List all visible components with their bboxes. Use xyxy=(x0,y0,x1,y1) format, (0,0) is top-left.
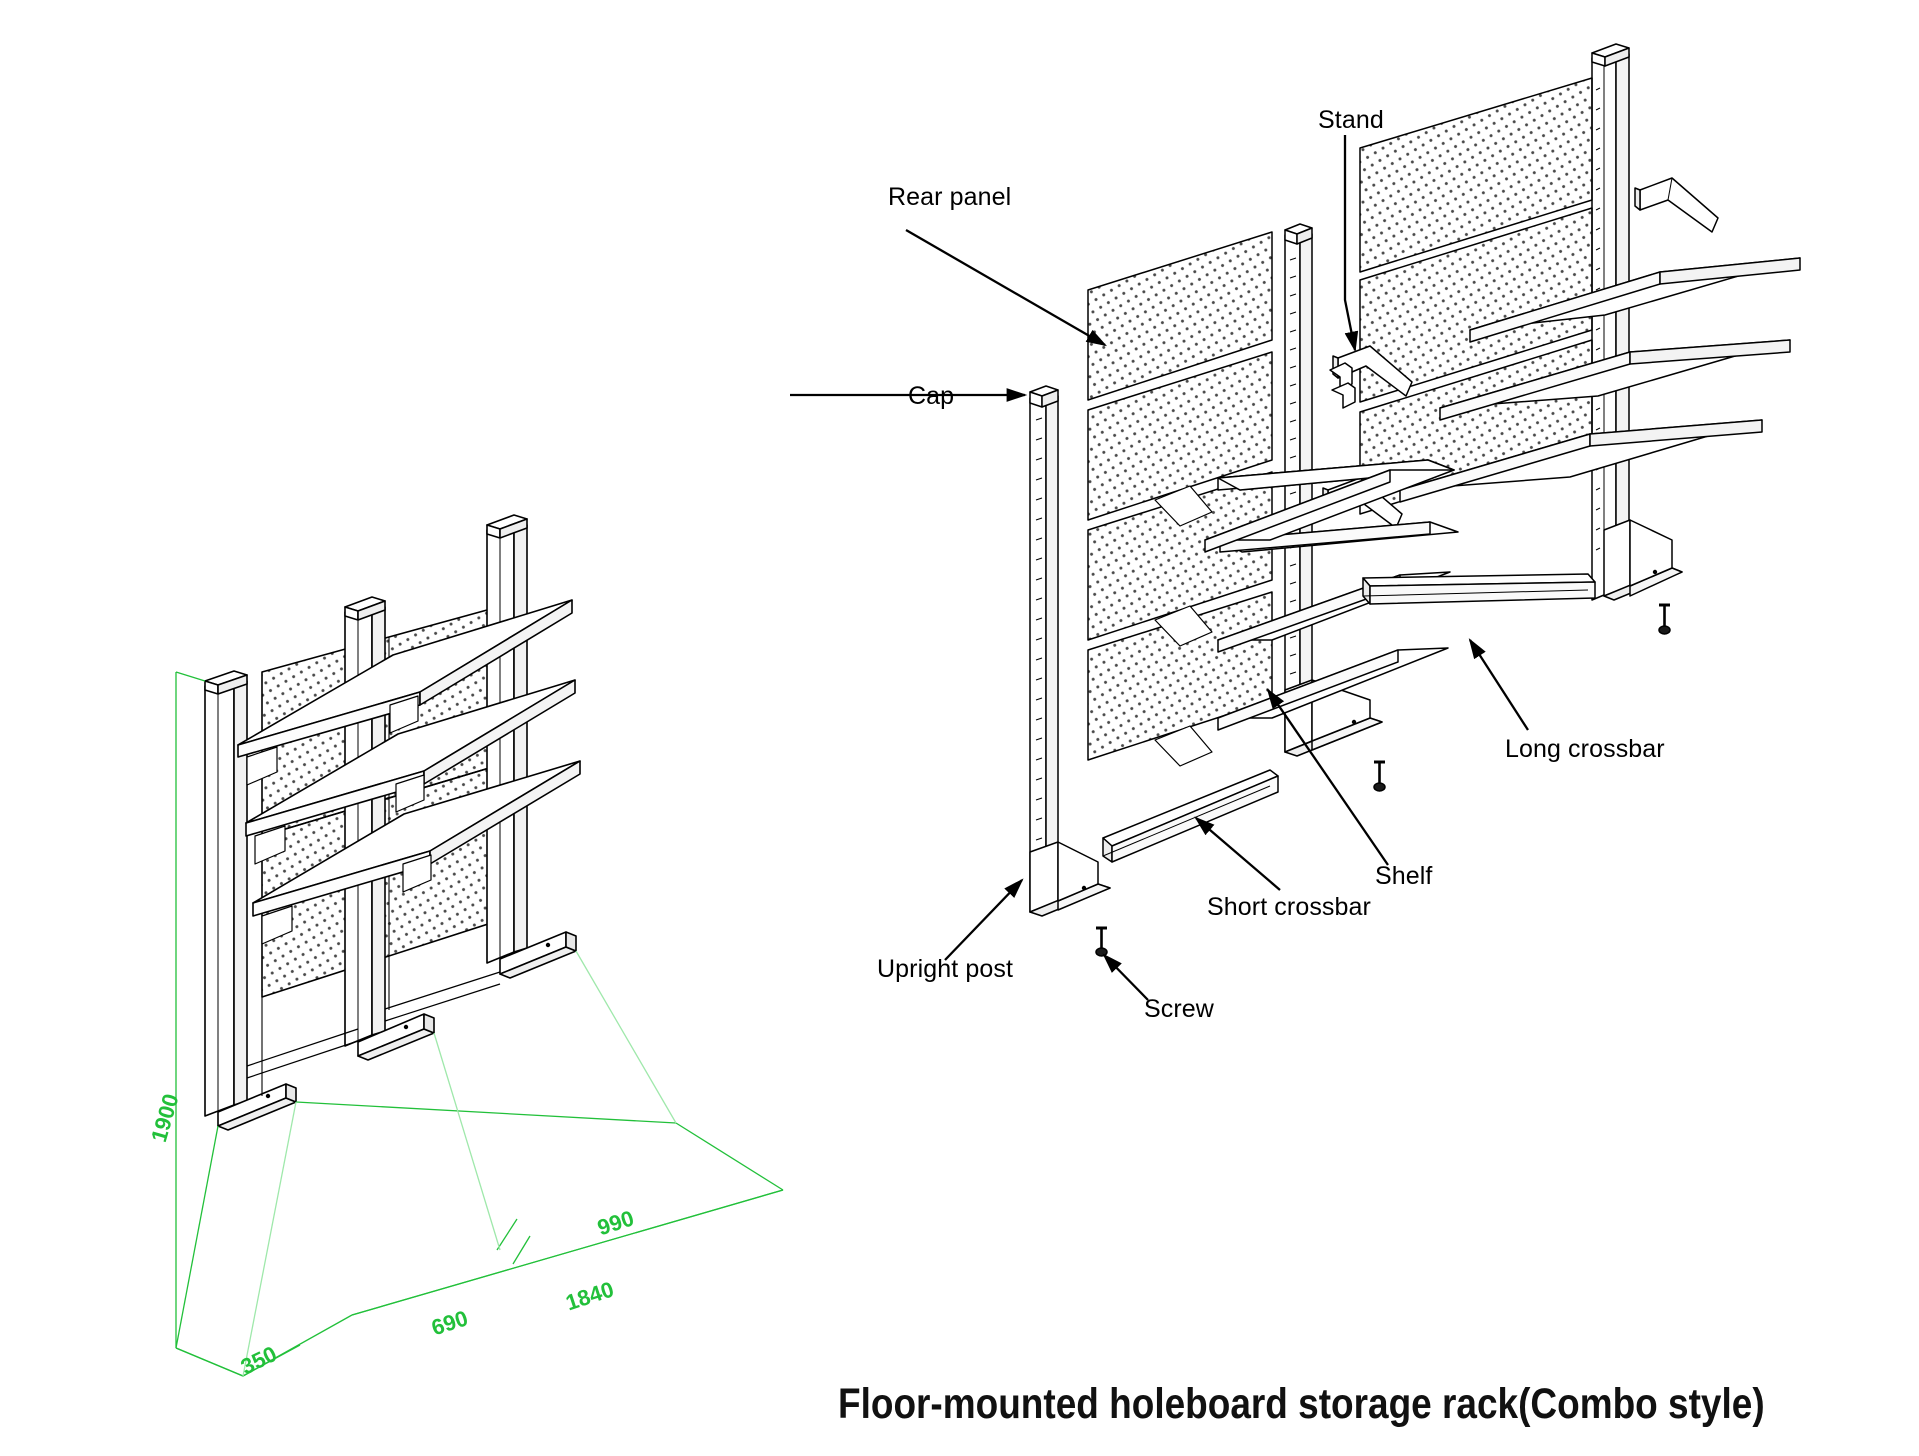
assembled-shelf-middle xyxy=(245,679,576,837)
exploded-stand-right xyxy=(1603,519,1683,601)
callout-short-crossbar: Short crossbar xyxy=(1207,893,1371,921)
exploded-screw-middle xyxy=(1373,760,1386,792)
exploded-stand-hook xyxy=(1329,362,1356,409)
leader-shelf xyxy=(1266,688,1389,866)
exploded-upright-post-middle xyxy=(1284,229,1313,753)
exploded-screw-right xyxy=(1658,603,1671,635)
callout-shelf: Shelf xyxy=(1375,862,1433,890)
assembled-shelf-top xyxy=(237,599,573,758)
callout-cap: Cap xyxy=(908,382,955,410)
exploded-shelf-right-mid xyxy=(1439,339,1791,421)
exploded-rear-panel-1 xyxy=(1087,231,1273,401)
assembled-cap-left xyxy=(204,670,248,695)
exploded-cap-left xyxy=(1029,385,1059,408)
leader-stand xyxy=(1343,135,1359,353)
exploded-cap-right xyxy=(1591,43,1630,67)
callout-screw: Screw xyxy=(1144,995,1214,1023)
callout-upright-post: Upright post xyxy=(877,955,1013,983)
exploded-upright-post-right xyxy=(1591,49,1630,601)
assembled-shelf-bottom xyxy=(252,760,581,917)
page-title: Floor-mounted holeboard storage rack(Com… xyxy=(838,1380,1765,1428)
exploded-screw-left xyxy=(1095,926,1108,957)
leader-lines xyxy=(790,135,1529,1001)
leader-upright-post xyxy=(944,878,1024,961)
exploded-short-crossbar xyxy=(1102,769,1279,863)
exploded-cap-middle xyxy=(1284,223,1313,245)
leader-short-crossbar xyxy=(1194,816,1281,891)
exploded-shelf-center-large xyxy=(1204,469,1455,553)
exploded-shelf-right-top xyxy=(1469,257,1801,343)
assembled-lower-crossbars xyxy=(246,971,501,1079)
exploded-shelf-center-top xyxy=(1217,459,1455,491)
exploded-rear-panel-top-right xyxy=(1359,77,1593,273)
exploded-rear-panel-3 xyxy=(1087,471,1273,641)
exploded-upright-post-left xyxy=(1029,391,1059,913)
exploded-shelf-center-mid xyxy=(1219,521,1459,553)
exploded-stand-left xyxy=(1029,841,1111,917)
exploded-bracket-topright xyxy=(1634,177,1719,233)
leader-long-crossbar xyxy=(1468,638,1529,731)
callout-long-crossbar: Long crossbar xyxy=(1505,735,1665,763)
exploded-panel-brackets xyxy=(1154,485,1213,767)
callout-stand: Stand xyxy=(1318,106,1384,134)
callout-rear-panel: Rear panel xyxy=(888,183,1012,211)
assembled-cap-middle xyxy=(344,596,386,621)
leader-screw xyxy=(1102,953,1149,1001)
assembled-stand-middle xyxy=(357,1013,435,1061)
assembled-bay-rails xyxy=(261,908,488,1096)
exploded-long-crossbar xyxy=(1362,573,1596,605)
assembled-shelf-brackets xyxy=(246,695,432,945)
exploded-shelf-right-bottom xyxy=(1399,419,1763,503)
dimension-lines xyxy=(175,671,784,1377)
assembled-cap-right xyxy=(486,514,528,539)
exploded-rear-panel-2 xyxy=(1087,351,1273,521)
leader-rear-panel xyxy=(905,229,1107,347)
